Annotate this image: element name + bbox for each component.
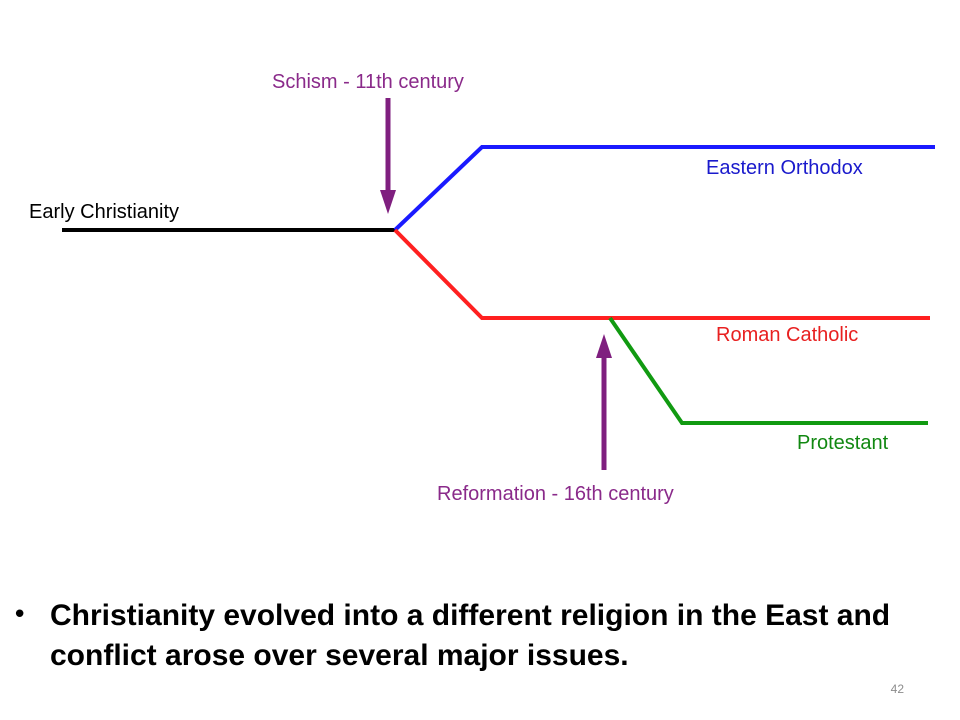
schism-label: Schism - 11th century bbox=[272, 71, 464, 93]
bullet-point: • Christianity evolved into a different … bbox=[8, 596, 948, 676]
roman-catholic-line bbox=[393, 228, 930, 320]
eastern-orthodox-label: Eastern Orthodox bbox=[706, 157, 863, 179]
protestant-label: Protestant bbox=[797, 432, 889, 454]
eastern-orthodox-line bbox=[393, 145, 935, 232]
slide-number: 42 bbox=[890, 682, 904, 696]
schism-arrow-head bbox=[380, 190, 396, 214]
branching-diagram: Schism - 11th century Early Christianity… bbox=[29, 71, 935, 505]
bullet-symbol: • bbox=[12, 600, 28, 630]
protestant-line bbox=[608, 316, 928, 425]
bullet-text: Christianity evolved into a different re… bbox=[50, 599, 891, 672]
reformation-arrow-head bbox=[596, 334, 612, 358]
reformation-label: Reformation - 16th century bbox=[437, 483, 674, 505]
early-christianity-label: Early Christianity bbox=[29, 201, 179, 223]
roman-catholic-label: Roman Catholic bbox=[716, 324, 858, 346]
